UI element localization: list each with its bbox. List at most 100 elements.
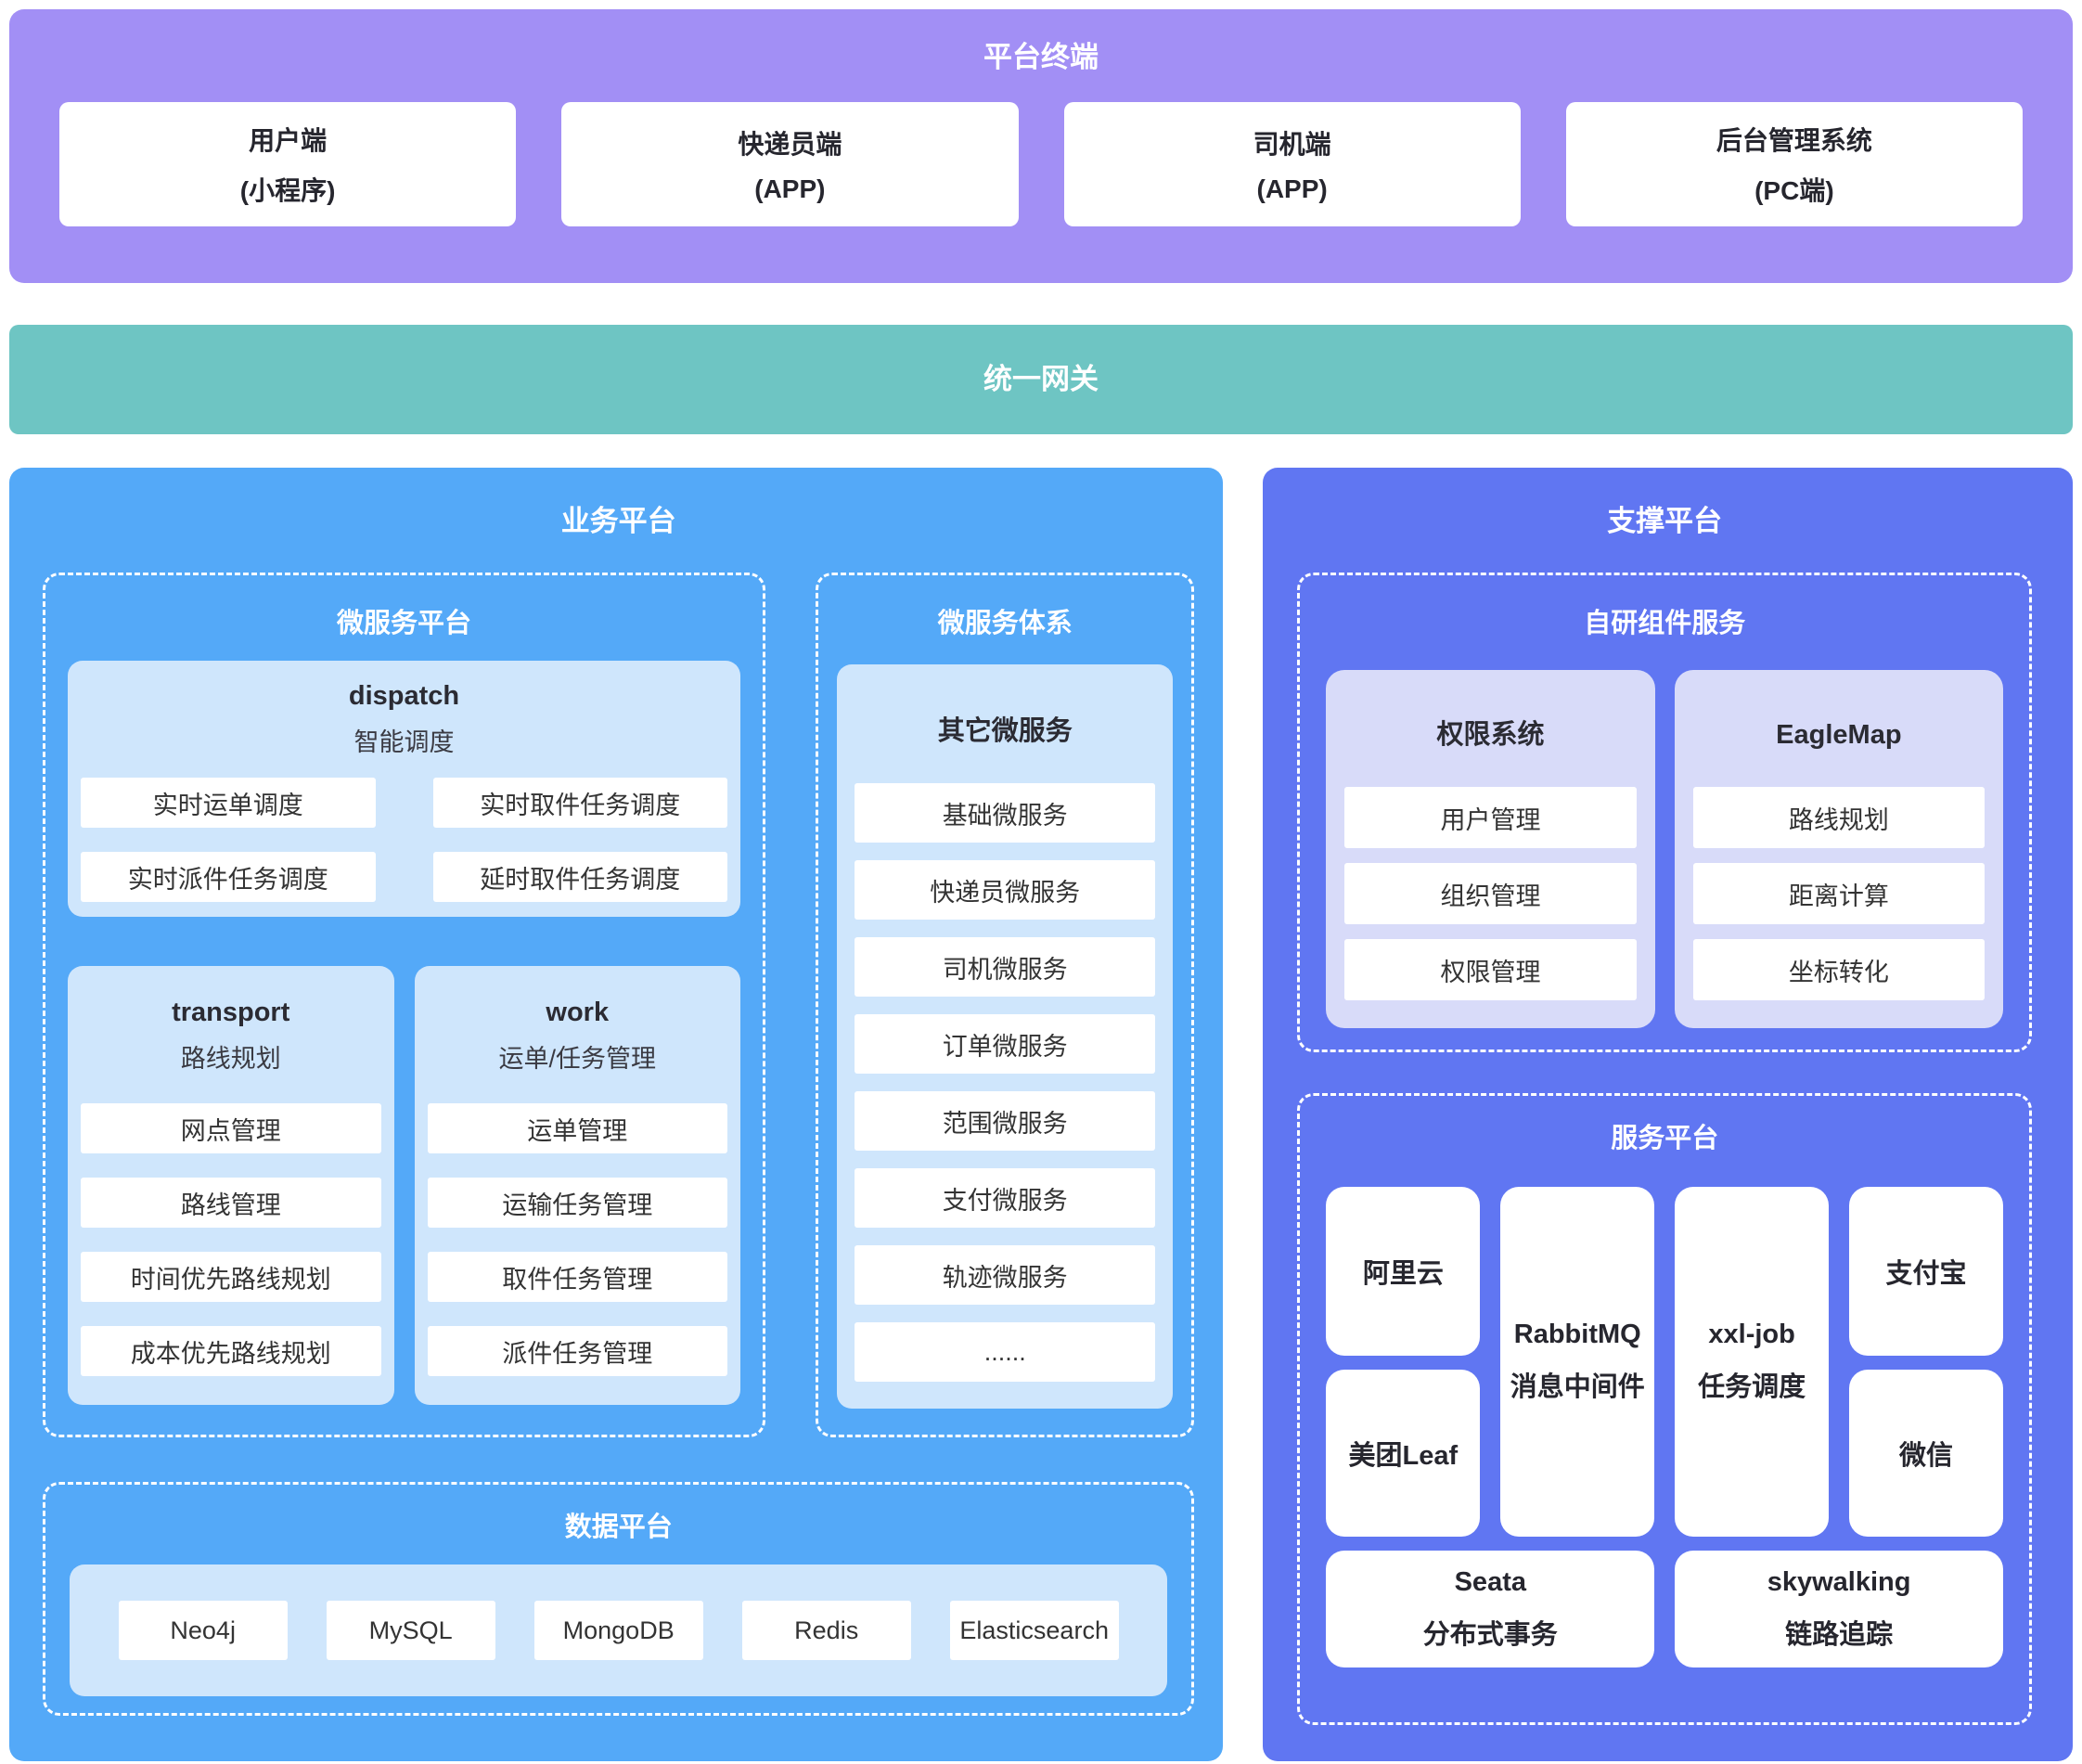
eaglemap-title: EagleMap	[1776, 720, 1902, 750]
dispatch-item: 实时运单调度	[81, 778, 376, 828]
eaglemap-item: 距离计算	[1692, 863, 1986, 924]
dispatch-subtitle: 智能调度	[353, 728, 455, 756]
service-role: 消息中间件	[1510, 1372, 1645, 1402]
microservice-item: 基础微服务	[855, 783, 1156, 843]
transport-module: transport 路线规划 网点管理 路线管理 时间优先路线规划 成本优先路线…	[68, 966, 394, 1405]
microservice-item: 订单微服务	[855, 1014, 1156, 1074]
gateway-title: 统一网关	[983, 363, 1099, 395]
service-name: skywalking	[1767, 1566, 1911, 1597]
auth-item: 用户管理	[1344, 787, 1637, 848]
microservice-platform-box: 微服务平台 dispatch 智能调度 实时运单调度 实时取件任务调度 实时派件…	[43, 573, 765, 1437]
transport-subtitle: 路线规划	[180, 1045, 281, 1073]
eaglemap-items: 路线规划 距离计算 坐标转化	[1692, 787, 1986, 1000]
self-developed-components-box: 自研组件服务 权限系统 用户管理 组织管理 权限管理 EagleMap 路线规	[1297, 573, 2032, 1052]
data-platform-box: 数据平台 Neo4j MySQL MongoDB Redis Elasticse…	[43, 1482, 1195, 1716]
eaglemap-item: 坐标转化	[1692, 939, 1986, 1000]
terminal-type: (APP)	[754, 174, 826, 203]
service-xxljob: xxl-job 任务调度	[1675, 1187, 1830, 1537]
business-platform-title: 业务平台	[560, 505, 676, 537]
platform-terminals-section: 平台终端 用户端 (小程序) 快递员端 (APP) 司机端 (APP) 后台管理…	[9, 9, 2073, 283]
work-items: 运单管理 运输任务管理 取件任务管理 派件任务管理	[427, 1103, 727, 1376]
terminal-card-user: 用户端 (小程序)	[59, 102, 517, 226]
microservice-item-more: ......	[855, 1322, 1156, 1382]
service-platform-title: 服务平台	[1611, 1124, 1719, 1153]
terminal-name: 用户端	[249, 126, 328, 155]
microservice-platform-title: 微服务平台	[336, 609, 471, 638]
database-item: Elasticsearch	[949, 1601, 1119, 1660]
dispatch-item: 延时取件任务调度	[432, 852, 727, 902]
terminal-name: 后台管理系统	[1716, 126, 1872, 155]
dispatch-items: 实时运单调度 实时取件任务调度 实时派件任务调度 延时取件任务调度	[81, 778, 727, 902]
transport-items: 网点管理 路线管理 时间优先路线规划 成本优先路线规划	[81, 1103, 381, 1376]
eaglemap-card: EagleMap 路线规划 距离计算 坐标转化	[1674, 670, 2004, 1028]
terminal-name: 快递员端	[738, 130, 842, 159]
service-name: xxl-job	[1708, 1320, 1795, 1349]
service-aliyun: 阿里云	[1326, 1187, 1481, 1356]
terminals-title: 平台终端	[983, 41, 1099, 73]
auth-system-title: 权限系统	[1436, 720, 1545, 750]
service-role: 链路追踪	[1785, 1619, 1894, 1650]
terminal-row: 用户端 (小程序) 快递员端 (APP) 司机端 (APP) 后台管理系统 (P…	[9, 102, 2073, 226]
support-platform-title: 支撑平台	[1607, 505, 1723, 537]
service-platform-box: 服务平台 阿里云 RabbitMQ 消息中间件 xxl-job 任务调度 支付宝…	[1297, 1093, 2032, 1725]
business-top-row: 微服务平台 dispatch 智能调度 实时运单调度 实时取件任务调度 实时派件…	[43, 573, 1195, 1437]
terminal-card-driver: 司机端 (APP)	[1063, 102, 1521, 226]
dispatch-item: 实时派件任务调度	[81, 852, 376, 902]
work-item: 运单管理	[427, 1103, 727, 1153]
service-wechat: 微信	[1849, 1370, 2003, 1537]
data-platform-card: Neo4j MySQL MongoDB Redis Elasticsearch	[70, 1564, 1168, 1696]
service-role: 任务调度	[1698, 1372, 1806, 1402]
terminal-name: 司机端	[1253, 130, 1331, 159]
terminal-card-courier: 快递员端 (APP)	[561, 102, 1019, 226]
data-platform-title: 数据平台	[564, 1513, 673, 1542]
transport-name: transport	[172, 998, 290, 1027]
dispatch-item: 实时取件任务调度	[432, 778, 727, 828]
microservice-item: 快递员微服务	[855, 860, 1156, 920]
terminal-card-admin: 后台管理系统 (PC端)	[1565, 102, 2023, 226]
work-name: work	[546, 998, 610, 1027]
platform-panels: 业务平台 微服务平台 dispatch 智能调度 实时运单调度 实时取件任务调度…	[9, 468, 2073, 1761]
terminal-type: (小程序)	[239, 176, 336, 205]
auth-system-card: 权限系统 用户管理 组织管理 权限管理	[1326, 670, 1655, 1028]
service-skywalking: skywalking 链路追踪	[1675, 1551, 2003, 1667]
support-platform-panel: 支撑平台 自研组件服务 权限系统 用户管理 组织管理 权限管理 EagleMap	[1263, 468, 2073, 1761]
database-item: MongoDB	[533, 1601, 703, 1660]
other-microservices-items: 基础微服务 快递员微服务 司机微服务 订单微服务 范围微服务 支付微服务 轨迹微…	[855, 783, 1156, 1382]
terminal-type: (APP)	[1256, 174, 1328, 203]
other-microservices-card: 其它微服务 基础微服务 快递员微服务 司机微服务 订单微服务 范围微服务 支付微…	[837, 664, 1174, 1409]
transport-item: 路线管理	[81, 1178, 381, 1228]
database-item: Redis	[741, 1601, 911, 1660]
service-grid: 阿里云 RabbitMQ 消息中间件 xxl-job 任务调度 支付宝 美团Le…	[1326, 1187, 2003, 1667]
microservice-system-title: 微服务体系	[937, 609, 1073, 638]
auth-item: 权限管理	[1344, 939, 1637, 1000]
gateway-section: 统一网关	[9, 325, 2073, 434]
auth-system-items: 用户管理 组织管理 权限管理	[1344, 787, 1637, 1000]
microservice-item: 范围微服务	[855, 1091, 1156, 1151]
service-name: Seata	[1454, 1566, 1526, 1597]
work-module: work 运单/任务管理 运单管理 运输任务管理 取件任务管理 派件任务管理	[414, 966, 740, 1405]
dispatch-name: dispatch	[348, 681, 460, 711]
components-title: 自研组件服务	[1584, 609, 1746, 638]
service-seata: Seata 分布式事务	[1326, 1551, 1655, 1667]
eaglemap-item: 路线规划	[1692, 787, 1986, 848]
dispatch-module: dispatch 智能调度 实时运单调度 实时取件任务调度 实时派件任务调度 延…	[68, 661, 740, 917]
transport-item: 网点管理	[81, 1103, 381, 1153]
service-meituan-leaf: 美团Leaf	[1326, 1370, 1481, 1537]
work-item: 运输任务管理	[427, 1178, 727, 1228]
transport-item: 成本优先路线规划	[81, 1326, 381, 1376]
other-microservices-title: 其它微服务	[937, 716, 1073, 746]
microservice-item: 支付微服务	[855, 1168, 1156, 1228]
microservice-item: 司机微服务	[855, 937, 1156, 997]
work-item: 取件任务管理	[427, 1252, 727, 1302]
work-item: 派件任务管理	[427, 1326, 727, 1376]
service-role: 分布式事务	[1422, 1619, 1558, 1650]
microservice-item: 轨迹微服务	[855, 1245, 1156, 1305]
transport-item: 时间优先路线规划	[81, 1252, 381, 1302]
microservice-system-box: 微服务体系 其它微服务 基础微服务 快递员微服务 司机微服务 订单微服务 范围微…	[816, 573, 1195, 1437]
terminal-type: (PC端)	[1754, 176, 1834, 205]
business-platform-panel: 业务平台 微服务平台 dispatch 智能调度 实时运单调度 实时取件任务调度…	[9, 468, 1224, 1761]
components-row: 权限系统 用户管理 组织管理 权限管理 EagleMap 路线规划 距离计算 坐…	[1326, 670, 2004, 1028]
service-name: RabbitMQ	[1513, 1320, 1641, 1349]
service-rabbitmq: RabbitMQ 消息中间件	[1500, 1187, 1655, 1537]
